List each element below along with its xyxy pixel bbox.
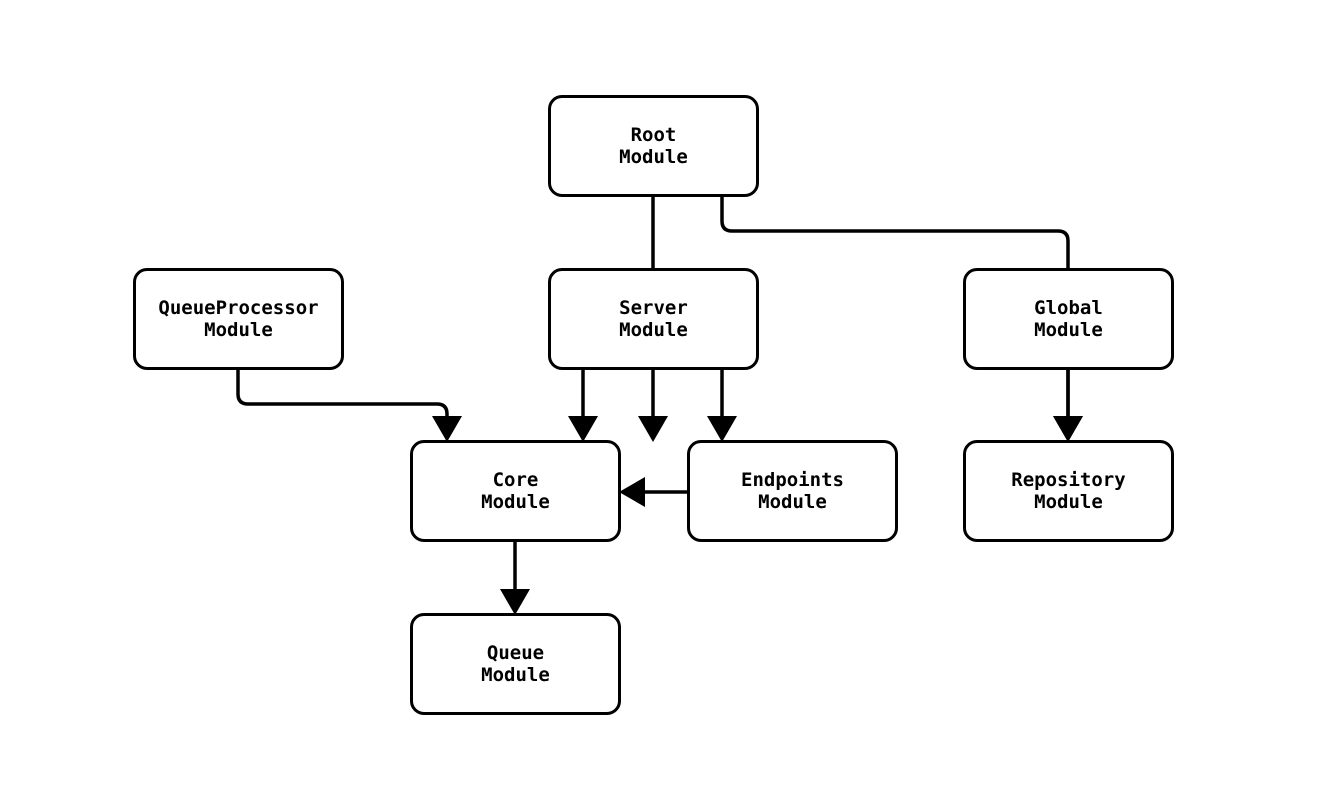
edge-core-to-queue [500,542,530,615]
node-global-module-label: Global Module [1034,296,1103,341]
node-server-module-label: Server Module [619,296,688,341]
node-queueprocessor-module[interactable]: QueueProcessor Module [133,268,344,370]
node-root-module-label: Root Module [619,123,688,168]
node-repository-module[interactable]: Repository Module [963,440,1174,542]
node-queueprocessor-module-label: QueueProcessor Module [158,296,319,341]
edge-server-to-core [568,370,598,442]
node-endpoints-module-label: Endpoints Module [741,468,844,513]
node-global-module[interactable]: Global Module [963,268,1174,370]
node-queue-module-label: Queue Module [481,641,550,686]
node-queue-module[interactable]: Queue Module [410,613,621,715]
edge-server-to-endpoints [707,370,737,442]
node-core-module-label: Core Module [481,468,550,513]
node-endpoints-module[interactable]: Endpoints Module [687,440,898,542]
edge-queueprocessor-to-core [236,370,462,442]
node-core-module[interactable]: Core Module [410,440,621,542]
node-root-module[interactable]: Root Module [548,95,759,197]
edge-endpoints-to-core [619,477,689,507]
node-repository-module-label: Repository Module [1011,468,1126,513]
node-server-module[interactable]: Server Module [548,268,759,370]
edge-global-to-repository [1053,370,1083,442]
